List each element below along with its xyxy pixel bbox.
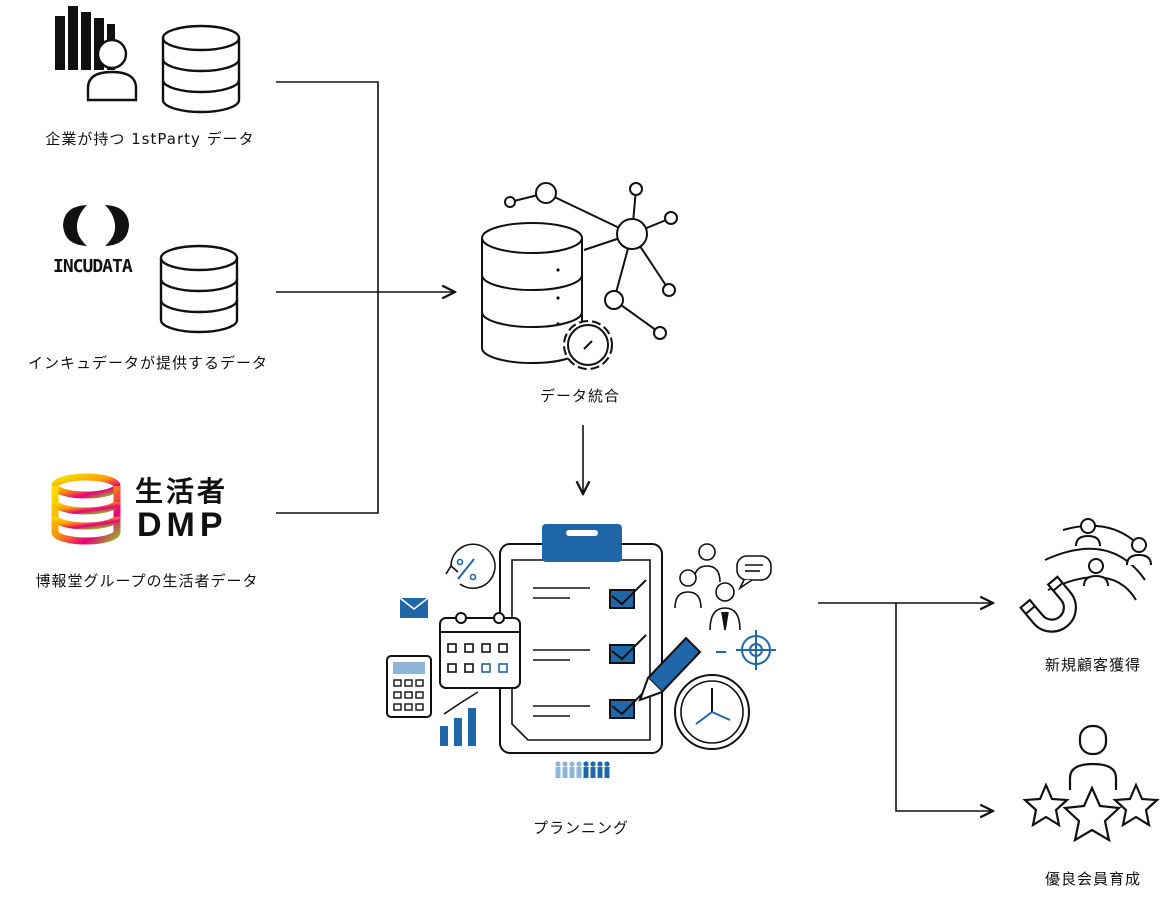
user-icon bbox=[86, 38, 138, 102]
crowd-icon bbox=[555, 761, 610, 778]
dmp-logo-text-top: 生活者 bbox=[135, 475, 229, 508]
connector-lines bbox=[276, 81, 993, 811]
envelope-icon bbox=[399, 597, 429, 618]
dmp-logo-text-bottom: DMP bbox=[137, 506, 228, 544]
target-icon bbox=[716, 630, 776, 670]
source-label-seikatsusha: 博報堂グループの生活者データ bbox=[35, 572, 259, 590]
planning-clipboard-icon bbox=[386, 524, 776, 778]
checkbox-icons bbox=[609, 589, 635, 719]
outcome-label-new-customers: 新規顧客獲得 bbox=[1044, 656, 1142, 674]
source-label-1stparty: 企業が持つ 1stParty データ bbox=[45, 130, 255, 148]
pencil-icon bbox=[638, 636, 702, 702]
seikatsusha-dmp-database-icon bbox=[51, 473, 121, 545]
calendar-icon bbox=[439, 612, 521, 689]
source-label-incudata: インキュデータが提供するデータ bbox=[27, 354, 269, 372]
growth-chart-icon bbox=[440, 691, 479, 746]
team-icon bbox=[674, 543, 741, 631]
outcome-label-members: 優良会員育成 bbox=[1044, 870, 1142, 888]
network-icon bbox=[504, 182, 678, 340]
member-stars-icon bbox=[1022, 724, 1160, 843]
incudata-logo-icon bbox=[63, 205, 129, 246]
hub-label: データ統合 bbox=[539, 387, 621, 405]
connector-source1 bbox=[276, 81, 379, 514]
gear-icon bbox=[563, 320, 613, 370]
planning-label: プランニング bbox=[532, 819, 630, 837]
incudata-logo-text: INCUDATA bbox=[53, 256, 133, 277]
percent-cycle-icon bbox=[445, 543, 496, 590]
connector-planning-to-outcome2 bbox=[895, 603, 993, 811]
clock-icon bbox=[674, 674, 750, 750]
calculator-icon bbox=[386, 655, 432, 718]
database-network-gear-icon bbox=[481, 182, 678, 370]
magnet-icon bbox=[1019, 575, 1077, 633]
company-user-database-icon bbox=[55, 6, 241, 114]
magnet-people-icon bbox=[1019, 518, 1152, 633]
incudata-database-icon bbox=[63, 205, 239, 334]
chat-bubble-icon bbox=[736, 555, 772, 591]
